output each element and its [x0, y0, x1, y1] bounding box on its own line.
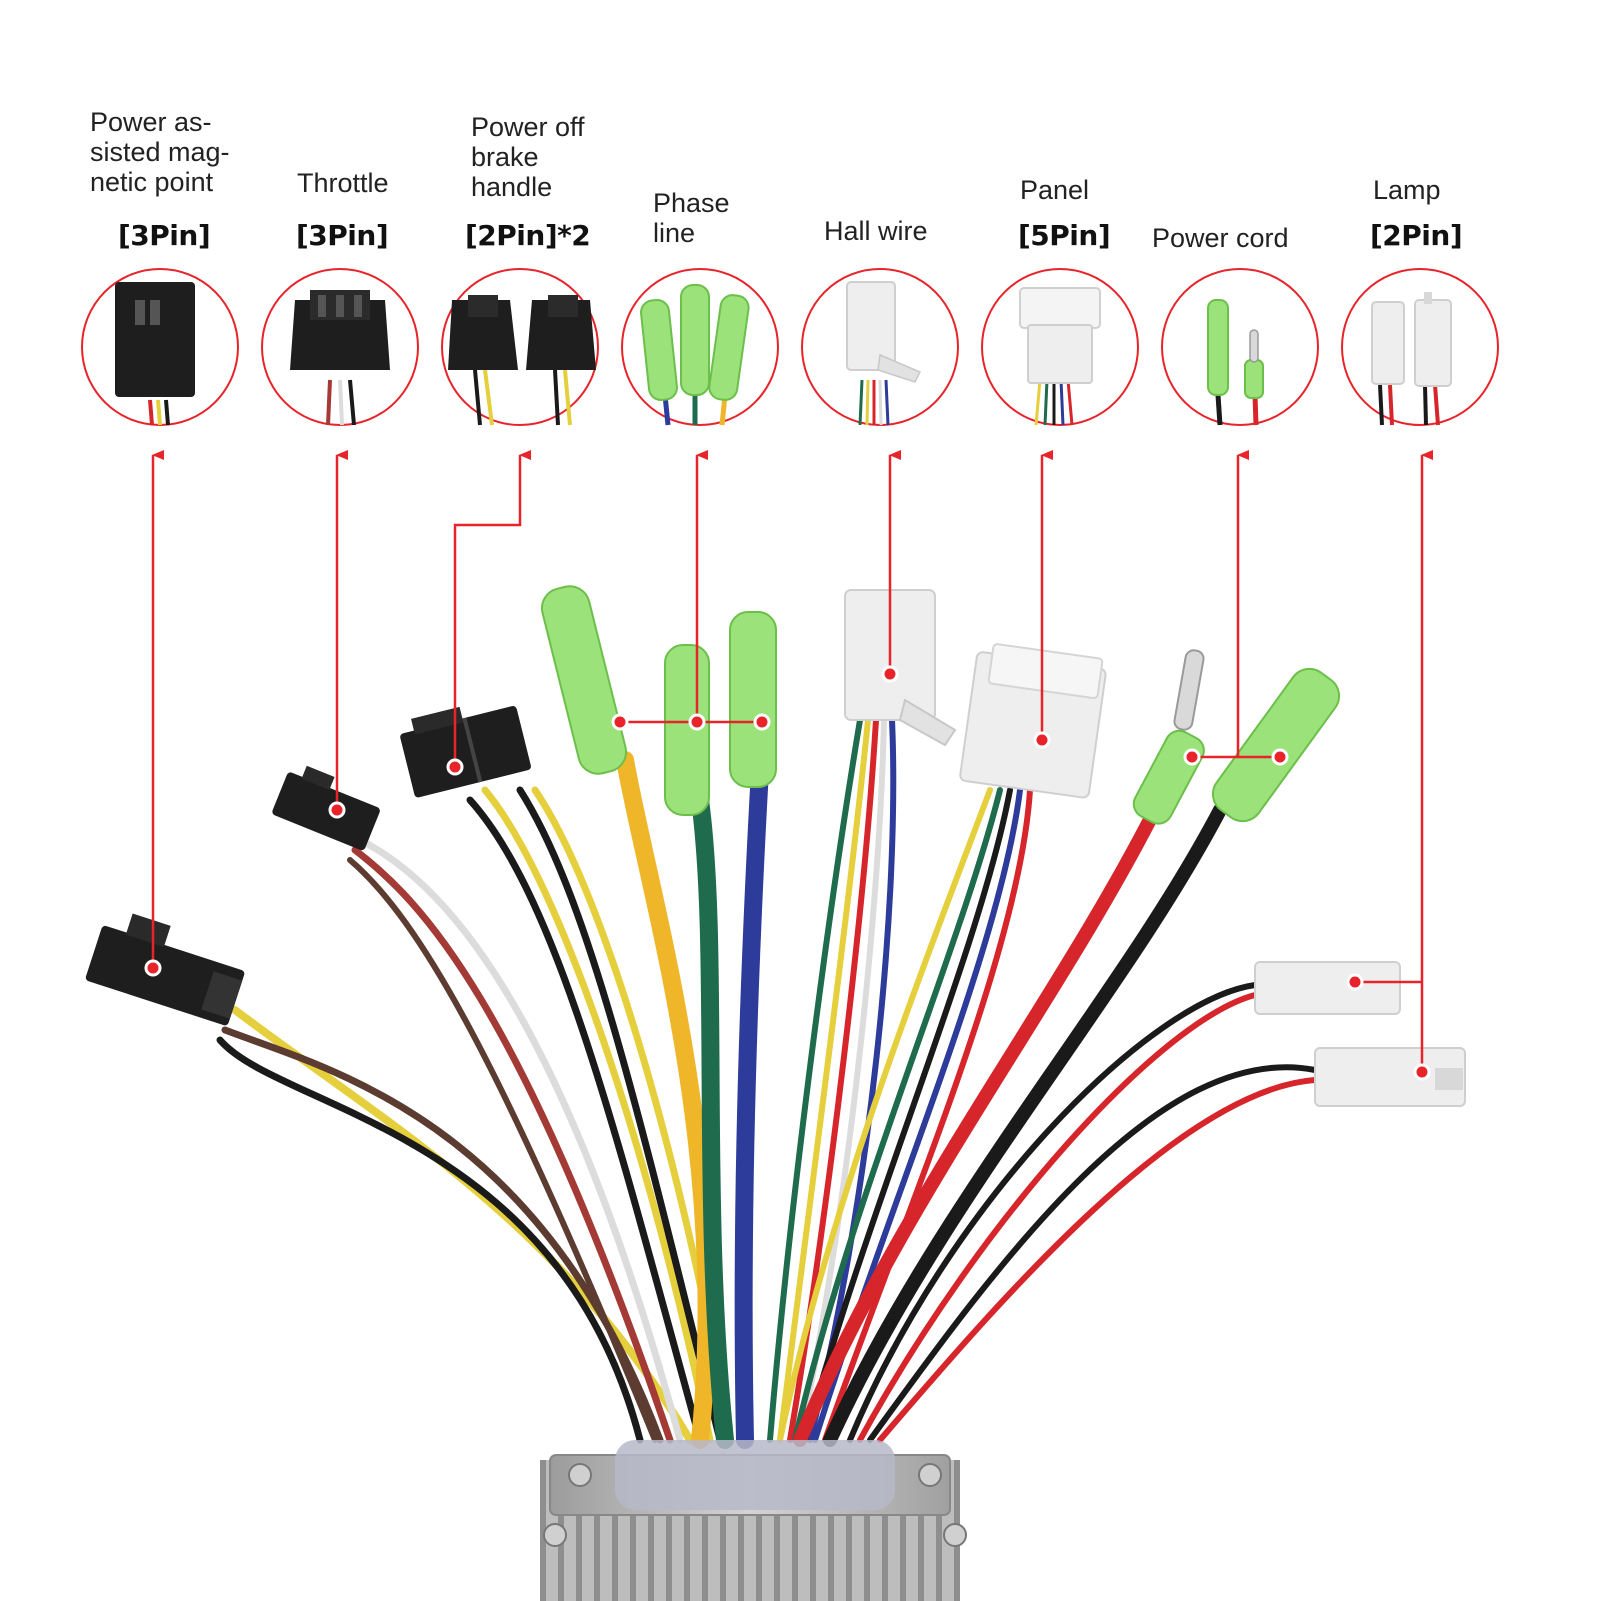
thumb-throttle: [290, 290, 390, 426]
brake-connector: [400, 706, 531, 798]
thumb-brake: [448, 295, 596, 426]
label-hall: Hall wire: [824, 216, 928, 246]
label-lamp: Lamp: [1373, 175, 1441, 205]
leader-lines: [151, 450, 1433, 1072]
leader-brake: [453, 450, 531, 765]
controller-housing: [540, 1440, 967, 1601]
thumb-hall: [846, 281, 922, 426]
label-power: Power cord: [1152, 223, 1289, 253]
pins-lamp: [2Pin]: [1370, 219, 1463, 252]
thumb-power: [1207, 299, 1264, 426]
thumb-assist: [115, 282, 195, 426]
pins-assist: [3Pin]: [118, 219, 211, 252]
label-throttle: Throttle: [297, 168, 389, 198]
thumb-panel: [1019, 287, 1101, 426]
thumb-phase: [640, 284, 750, 426]
pins-brake: [2Pin]*2: [465, 219, 591, 252]
lamp-connectors: [1254, 961, 1466, 1107]
pins-panel: [5Pin]: [1018, 219, 1111, 252]
label-assist: Power as- sisted mag- netic point: [90, 107, 230, 197]
label-panel: Panel: [1020, 175, 1090, 205]
throttle-connector: [272, 765, 380, 851]
panel-connector: [959, 643, 1107, 799]
callout-dots: [144, 665, 1431, 1081]
thumb-lamp: [1371, 292, 1452, 426]
wire-bundle: [216, 717, 1318, 1449]
label-brake: Power off brake handle: [471, 112, 585, 202]
assist-connector: [85, 913, 245, 1026]
label-phase: Phase line: [653, 188, 730, 248]
phase-sleeves: [540, 585, 777, 816]
pins-throttle: [3Pin]: [296, 219, 389, 252]
